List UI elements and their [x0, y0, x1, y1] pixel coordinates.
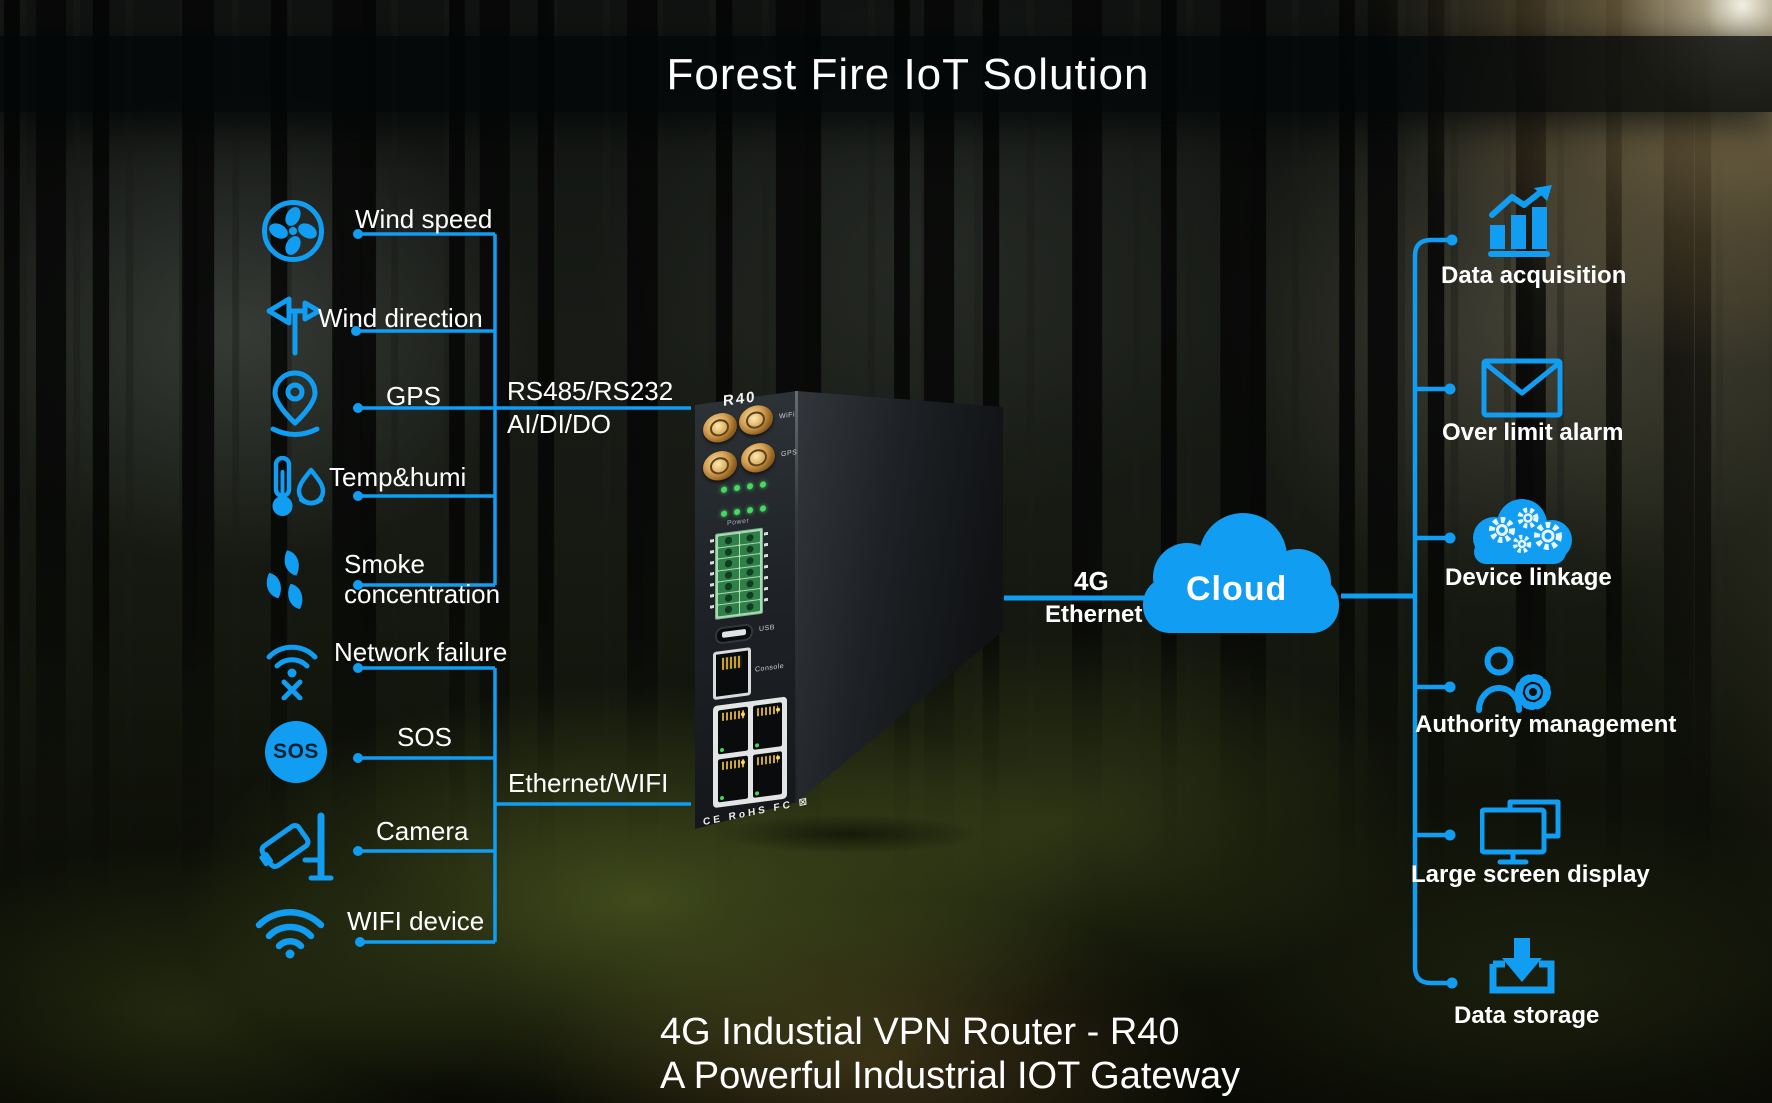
uplink-label-ethernet: Ethernet	[1045, 601, 1143, 628]
usb-port-label: USB	[759, 624, 775, 634]
ethernet-port	[718, 755, 748, 803]
ethernet-ports	[713, 696, 787, 809]
sensor-label-wind-direction: Wind direction	[318, 303, 483, 333]
antenna-label-gps: GPS	[781, 449, 798, 459]
antenna-connector-icon	[739, 403, 773, 437]
sensor-label-sos: SOS	[397, 722, 452, 752]
gps-pin-icon	[265, 370, 325, 443]
cloud-label: Cloud	[1186, 570, 1288, 608]
cloud-gears-icon	[1460, 496, 1580, 571]
status-led	[721, 510, 727, 518]
sensor-label-wind-speed: Wind speed	[355, 204, 493, 234]
feature-label-data-storage: Data storage	[1454, 1002, 1600, 1029]
sensor-label-network-failure: Network failure	[334, 637, 508, 667]
status-led	[747, 482, 753, 490]
antenna-connector-icon	[703, 410, 737, 445]
cloud-icon	[1143, 513, 1339, 633]
antenna-connector-icon	[703, 448, 737, 483]
sensor-label-wifi-device: WIFI device	[347, 906, 485, 936]
feature-label-data-acquisition: Data acquisition	[1441, 262, 1627, 289]
sensor-label-gps: GPS	[386, 381, 441, 411]
page-title: Forest Fire IoT Solution	[666, 50, 1150, 99]
power-label: Power	[727, 517, 750, 528]
smoke-icon	[263, 549, 329, 618]
console-port	[713, 647, 751, 701]
feature-label-authority-management: Authority management	[1415, 711, 1677, 738]
bus-label-io: AI/DI/DO	[507, 409, 612, 439]
monitor-icon	[1479, 798, 1562, 871]
console-port-label: Console	[755, 662, 785, 674]
sos-icon-text: SOS	[273, 740, 319, 763]
usb-port	[715, 622, 753, 645]
feature-label-device-linkage: Device linkage	[1445, 564, 1612, 591]
router-edge-highlight	[795, 391, 798, 803]
feature-label-large-screen-display: Large screen display	[1411, 861, 1650, 888]
fan-icon	[261, 199, 325, 268]
status-led	[734, 508, 740, 516]
terminal-block	[715, 527, 763, 620]
thermometer-humidity-icon	[264, 455, 328, 525]
status-led	[747, 506, 753, 514]
footer-product-name: 4G Industial VPN Router - R40	[660, 1011, 1180, 1053]
ethernet-port	[718, 706, 748, 754]
router-device: R40 WiFi GPS Power USB	[663, 388, 1035, 862]
uplink-label-4g: 4G	[1074, 566, 1109, 596]
antenna-label-wifi: WiFi	[779, 411, 795, 421]
wifi-icon	[254, 901, 326, 964]
status-led	[760, 505, 766, 512]
feature-label-over-limit-alarm: Over limit alarm	[1442, 419, 1624, 446]
download-icon	[1486, 938, 1558, 1005]
sos-icon: SOS	[265, 721, 327, 783]
sensor-label-temp-humi: Temp&humi	[329, 462, 467, 492]
antenna-connector-icon	[741, 440, 775, 475]
router-front-content: R40 WiFi GPS Power USB	[699, 383, 811, 836]
envelope-icon	[1481, 357, 1563, 424]
network-failure-icon	[262, 632, 322, 705]
bus-label-serial: RS485/RS232	[507, 376, 674, 406]
status-led	[734, 484, 740, 492]
bus-label-ethernet-wifi: Ethernet/WIFI	[508, 768, 669, 798]
status-led	[721, 486, 727, 494]
footer-tagline: A Powerful Industrial IOT Gateway	[660, 1055, 1241, 1097]
cctv-camera-icon	[255, 808, 339, 897]
ethernet-port	[752, 702, 782, 750]
wind-vane-icon	[261, 291, 329, 368]
sensor-label-camera: Camera	[376, 816, 469, 846]
sensor-label-smoke: Smoke concentration	[344, 549, 501, 609]
ethernet-port	[752, 750, 782, 798]
user-gear-icon	[1471, 646, 1559, 719]
status-led	[760, 481, 766, 488]
bar-chart-icon	[1486, 185, 1562, 262]
